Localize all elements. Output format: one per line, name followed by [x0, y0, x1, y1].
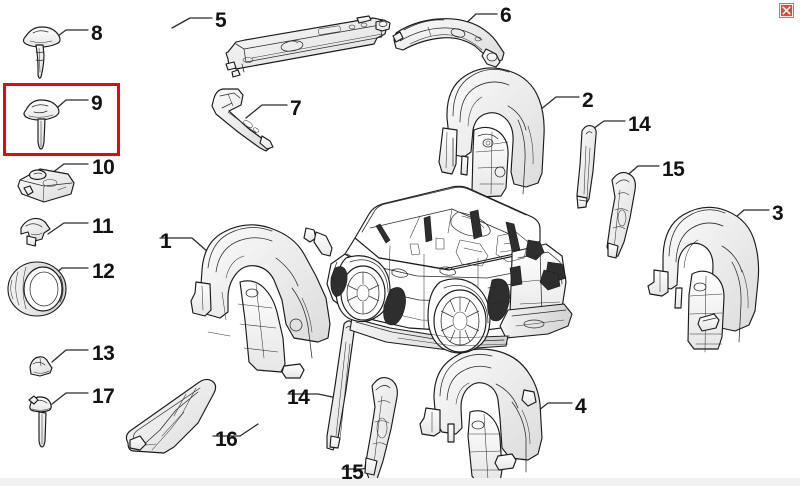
part-14-wheel-arch-moulding-strip-left [326, 320, 356, 451]
callout-label-sill-trim-bracket-long: 5 [215, 9, 227, 32]
callout-label-splash-shield-panel: 16 [215, 428, 238, 451]
callout-label-wheel-arch-moulding-insert-right: 15 [662, 158, 685, 181]
part-8-push-pin-retainer [22, 26, 61, 79]
callout-label-push-pin-retainer-long-stem: 9 [91, 92, 103, 115]
part-6-sill-trim-bracket-curved [392, 18, 505, 68]
part-15-wheel-arch-moulding-insert-left [364, 376, 398, 480]
part-15-wheel-arch-moulding-insert-right [606, 171, 636, 259]
callout-label-plug-cap: 13 [92, 342, 115, 365]
part-3-wheel-arch-liner-rear-right [647, 206, 760, 353]
callout-label-wheel-arch-moulding-insert-left: 15 [341, 461, 364, 484]
callout-label-support-bracket-small: 7 [290, 97, 302, 120]
callout-label-wheel-arch-liner-front-left: 1 [160, 230, 172, 253]
vehicle-body-illustration [326, 185, 573, 354]
callout-label-wheel-arch-moulding-strip-left: 14 [287, 386, 310, 409]
callout-label-wheel-arch-liner-rear-left: 4 [575, 395, 587, 418]
part-17-stud-bolt [28, 395, 52, 448]
part-14-wheel-arch-moulding-strip-right [576, 124, 597, 209]
callout-label-sill-trim-bracket-curved: 6 [500, 4, 512, 27]
part-11-edge-clip [20, 217, 51, 247]
callout-label-wheel-arch-liner-rear-right: 3 [772, 202, 784, 225]
callout-label-wheel-arch-moulding-strip-right: 14 [628, 113, 651, 136]
part-4-wheel-arch-liner-rear-left [419, 348, 543, 485]
callout-label-clip-nut-plate: 10 [92, 156, 115, 179]
part-5-sill-trim-bracket-long [225, 15, 391, 78]
broken-image-icon [779, 3, 794, 18]
part-16-splash-shield-panel [125, 378, 217, 454]
callout-label-stud-bolt-fastener: 17 [92, 385, 115, 408]
part-13-plug-cap [29, 356, 53, 377]
bottom-band [0, 478, 800, 486]
callout-label-edge-clip: 11 [92, 215, 114, 238]
part-9-push-pin-long-stem [23, 99, 60, 150]
part-10-clip-nut-plate [17, 168, 75, 203]
part-12-grommet-ring [7, 261, 67, 317]
part-1-wheel-arch-liner-front-left [190, 224, 333, 379]
part-7-support-bracket-small [211, 88, 274, 152]
callout-label-wheel-arch-liner-front-right: 2 [582, 89, 594, 112]
part-2-wheel-arch-liner-front-right [438, 67, 545, 198]
callout-label-push-pin-retainer-flanged: 8 [91, 22, 103, 45]
callout-label-grommet-ring: 12 [92, 260, 115, 283]
